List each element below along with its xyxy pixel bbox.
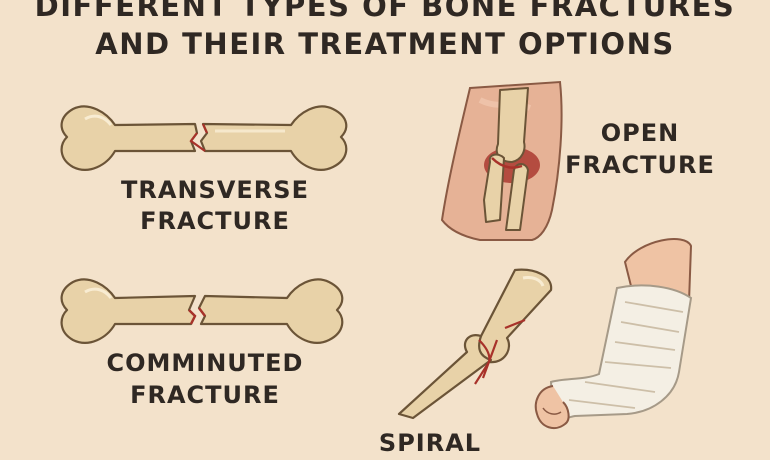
- arm-cast-illustration: [534, 238, 693, 430]
- comminuted-fracture-bone-illustration: [60, 278, 344, 344]
- open-fracture-label-line-1: OPEN: [600, 119, 680, 147]
- open-fracture-illustration: [440, 80, 563, 241]
- spiral-fracture-illustration: [397, 268, 553, 420]
- spiral-label-line-1: SPIRAL: [378, 429, 482, 457]
- transverse-label-line-2: FRACTURE: [140, 207, 290, 235]
- transverse-label-line-1: TRANSVERSE: [121, 176, 309, 204]
- open-fracture-label-line-2: FRACTURE: [565, 151, 715, 179]
- infographic-title-line-2: AND THEIR TREATMENT OPTIONS: [95, 27, 675, 61]
- infographic-title-line-1: DIFFERENT TYPES OF BONE FRACTURES: [34, 0, 736, 23]
- comminuted-label-line-2: FRACTURE: [130, 381, 280, 409]
- comminuted-label-line-1: COMMINUTED: [106, 349, 304, 377]
- transverse-fracture-bone-illustration: [60, 105, 348, 171]
